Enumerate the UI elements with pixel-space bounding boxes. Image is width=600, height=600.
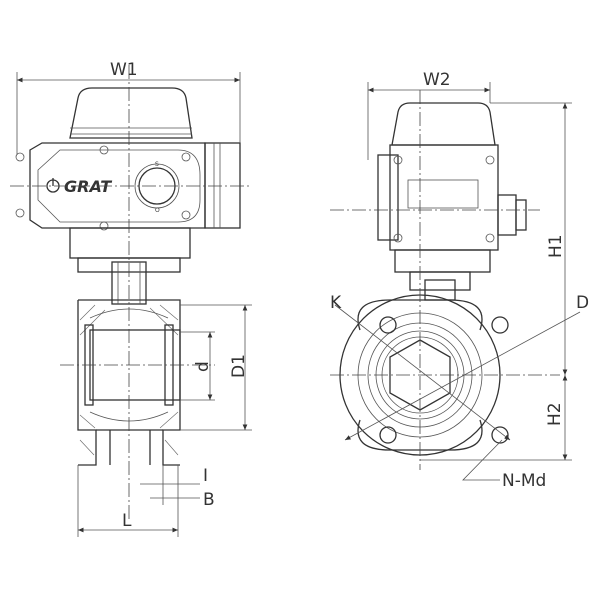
actuator-cap-side: [391, 102, 496, 146]
label-h2: H2: [545, 402, 565, 426]
label-w1: W1: [110, 60, 138, 80]
front-view: S O GRAT W1: [10, 60, 252, 537]
label-h1: H1: [546, 234, 566, 258]
label-n-md: N-Md: [502, 471, 546, 491]
cable-gland: [497, 194, 517, 236]
label-w2: W2: [423, 70, 451, 90]
label-l: L: [122, 511, 132, 531]
label-i: I: [203, 466, 208, 486]
grat-logo-icon: [46, 178, 60, 193]
actuator-body-side: [389, 144, 499, 251]
label-k: K: [330, 293, 342, 313]
label-d: d: [193, 361, 213, 372]
brand-logo-text: GRAT: [64, 177, 112, 196]
d-leader: [344, 311, 581, 441]
indicator-bottom-label: O: [155, 207, 160, 214]
label-d-outer: D: [576, 293, 589, 313]
label-b: B: [203, 490, 215, 510]
actuator-cap: [69, 87, 193, 139]
label-d1: D1: [229, 354, 249, 378]
side-view: W2 H1 H2 K D N-Md: [330, 70, 589, 491]
n-md-leader: [462, 439, 503, 481]
bracket: [69, 227, 191, 259]
indicator-top-label: S: [155, 161, 159, 168]
k-leader: [334, 304, 511, 441]
